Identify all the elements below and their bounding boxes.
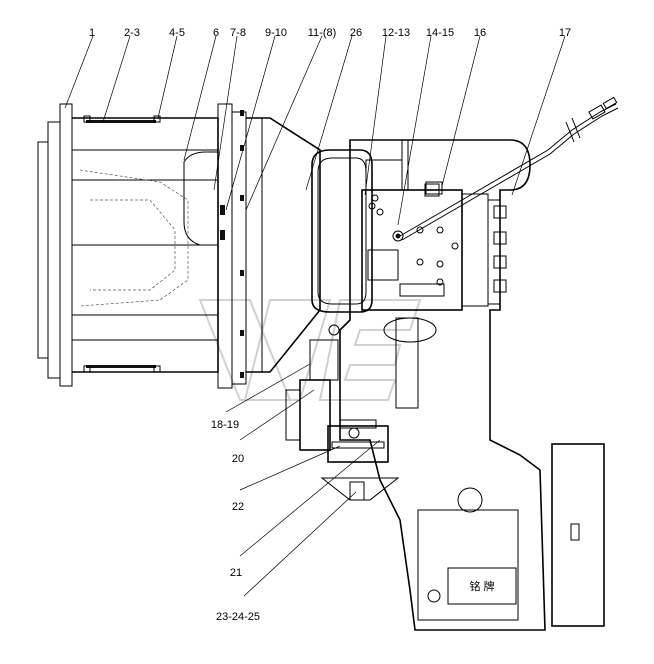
callout-11-8: 11-(8) bbox=[308, 27, 337, 39]
callout-2-3: 2-3 bbox=[124, 27, 140, 39]
mounting-bracket bbox=[285, 317, 519, 621]
flange-housing bbox=[37, 103, 225, 387]
oil-filter-cover bbox=[311, 149, 373, 313]
adapter-ring bbox=[217, 103, 247, 389]
shift-cable bbox=[399, 96, 619, 241]
callout-labels: 1 2-3 4-5 6 7-8 9-10 11-(8) 26 12-13 14-… bbox=[89, 27, 571, 623]
callout-7-8: 7-8 bbox=[230, 27, 246, 39]
gearbox-body bbox=[339, 139, 546, 631]
callout-14-15: 14-15 bbox=[426, 27, 454, 39]
callout-4-5: 4-5 bbox=[169, 27, 185, 39]
control-valve bbox=[361, 159, 507, 311]
callout-21: 21 bbox=[230, 567, 242, 579]
callout-16: 16 bbox=[474, 27, 486, 39]
callout-23-24-25: 23-24-25 bbox=[216, 611, 260, 623]
side-cover bbox=[551, 443, 605, 627]
converter-housing bbox=[246, 117, 321, 373]
leader-lines bbox=[64, 35, 566, 597]
callout-22: 22 bbox=[232, 501, 244, 513]
callout-6: 6 bbox=[213, 27, 219, 39]
callout-18-19: 18-19 bbox=[211, 419, 239, 431]
callout-1: 1 bbox=[89, 27, 95, 39]
callout-20: 20 bbox=[232, 453, 244, 465]
nameplate: 铭 牌 bbox=[447, 567, 517, 605]
callout-9-10: 9-10 bbox=[265, 27, 287, 39]
callout-26: 26 bbox=[350, 27, 362, 39]
nameplate-text: 铭 牌 bbox=[469, 579, 494, 593]
callout-17: 17 bbox=[559, 27, 571, 39]
callout-12-13: 12-13 bbox=[382, 27, 410, 39]
